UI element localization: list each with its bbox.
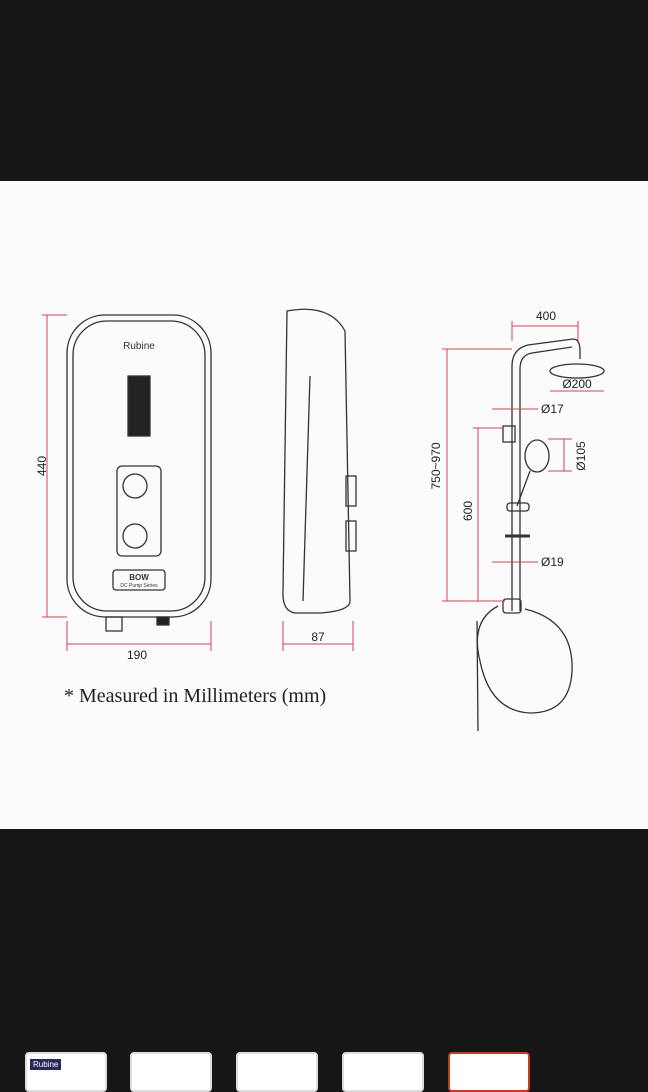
label-pipe-bottom: Ø19 — [541, 555, 564, 569]
heater-side-outline — [282, 308, 351, 614]
label-heater-depth: 87 — [311, 630, 325, 644]
hand-shower — [524, 439, 550, 473]
product-image: 440 190 87 400 Ø200 Ø17 Ø105 750~970 600… — [0, 181, 648, 829]
label-shower-arm: 400 — [536, 309, 556, 323]
heater-control-panel — [116, 465, 162, 557]
brand-logo: Rubine — [123, 341, 155, 352]
model-badge — [112, 569, 166, 591]
shower-pipe — [511, 338, 581, 611]
hose — [476, 605, 573, 714]
thumbnail-strip: Rubine — [0, 1052, 648, 1092]
thumbnail-5-selected[interactable] — [448, 1052, 530, 1092]
dimension-lines — [42, 314, 604, 651]
label-rail-height: 600 — [461, 501, 475, 521]
knob-bottom — [122, 523, 148, 549]
label-rain-head: Ø200 — [562, 377, 592, 391]
rain-head — [549, 363, 605, 379]
knob-top — [122, 473, 148, 499]
thumbnail-1[interactable]: Rubine — [25, 1052, 107, 1092]
model-series: DC Pump Series — [120, 583, 158, 589]
thumbnail-brand: Rubine — [30, 1059, 62, 1070]
thumbnail-3[interactable] — [236, 1052, 318, 1092]
measurement-note: * Measured in Millimeters (mm) — [64, 685, 326, 707]
label-pipe-top: Ø17 — [541, 402, 564, 416]
label-hand-head: Ø105 — [574, 441, 588, 471]
pipe-holder — [502, 425, 516, 443]
heater-display — [127, 375, 151, 437]
heater-front-outline — [66, 314, 212, 618]
model-name: BOW — [129, 573, 149, 582]
thumbnail-4[interactable] — [342, 1052, 424, 1092]
label-total-height: 750~970 — [429, 442, 443, 489]
dimension-diagram: 440 190 87 400 Ø200 Ø17 Ø105 750~970 600… — [35, 308, 605, 732]
label-heater-height: 440 — [35, 456, 49, 476]
label-heater-width: 190 — [127, 648, 147, 662]
thumbnail-2[interactable] — [130, 1052, 212, 1092]
